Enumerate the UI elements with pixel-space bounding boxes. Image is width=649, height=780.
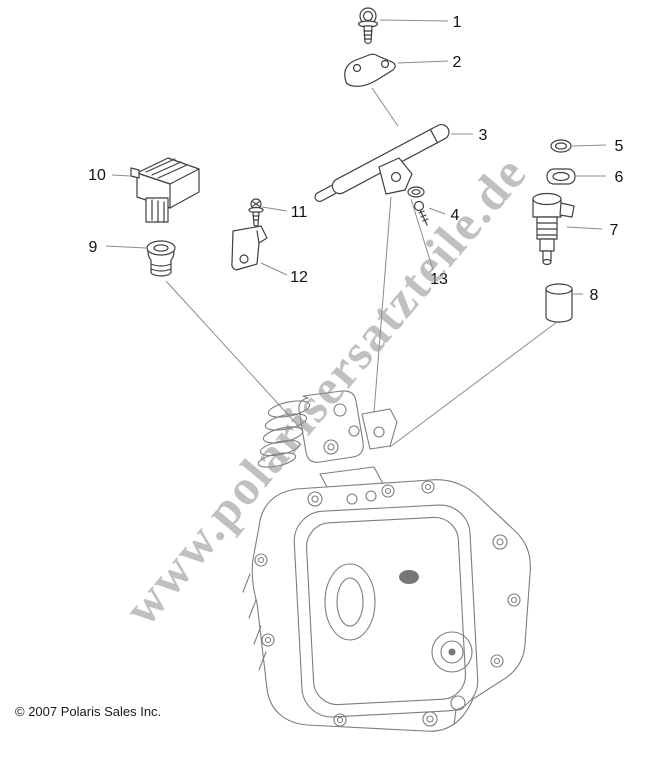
callout-2: 2 [453,54,462,71]
leader-line-1 [379,19,449,22]
callout-labels: 1 2 3 4 5 6 7 8 9 10 11 12 13 [88,14,623,304]
connector-fitting-to-engine [165,280,304,432]
connector-bracket-to-rail [371,87,399,127]
part-5-retaining-clip [550,139,572,153]
callout-7: 7 [610,222,619,239]
part-9-fitting [146,240,176,277]
leader-line-5 [571,144,607,147]
part-8-spacer [545,283,573,323]
callout-9: 9 [89,239,98,256]
callout-11: 11 [291,204,308,221]
callout-5: 5 [615,138,624,155]
part-4-screw-washer [407,186,429,226]
engine-cylinder-head [242,390,531,732]
part-10-sensor [130,157,200,223]
part-12-bracket [231,225,268,271]
part-2-bracket [344,53,396,87]
callout-10: 10 [88,167,106,184]
leader-line-7 [566,226,603,230]
leader-line-4 [428,207,446,215]
callout-4: 4 [451,207,460,224]
connector-spacer-to-engine [389,321,558,448]
callout-13: 13 [430,271,448,288]
part-1-flange-bolt [357,7,379,45]
callout-6: 6 [615,169,624,186]
leader-line-13 [410,198,434,271]
leader-lines [105,19,607,448]
callout-3: 3 [479,127,488,144]
connector-rail-to-engine [371,196,392,439]
part-7-fuel-injector [532,192,575,266]
leader-line-2 [397,60,449,64]
part-6-seal-grommet [546,168,576,185]
leader-line-12 [260,262,288,276]
leader-line-11 [261,206,288,212]
callout-1: 1 [453,14,462,31]
callout-8: 8 [590,287,599,304]
leader-line-10 [111,174,131,177]
copyright-notice: © 2007 Polaris Sales Inc. [15,704,162,719]
callout-12: 12 [290,269,308,286]
part-3-fuel-rail [314,123,450,202]
leader-line-9 [105,245,147,249]
part-11-screw [248,198,264,227]
